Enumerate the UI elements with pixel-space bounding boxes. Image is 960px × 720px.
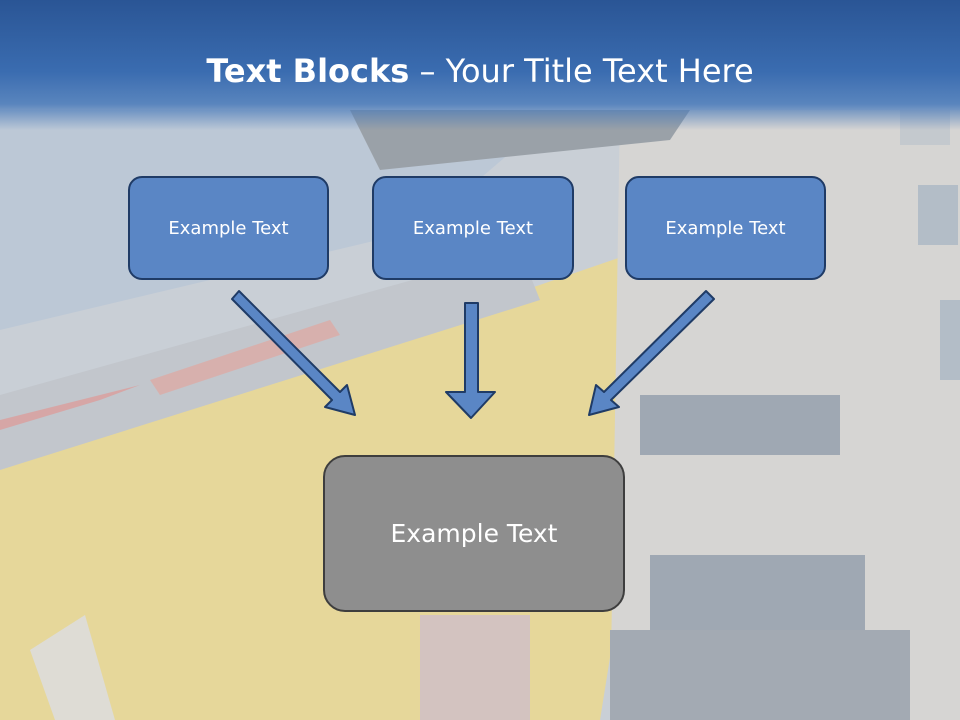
title-bar <box>0 0 960 130</box>
text-block-center[interactable]: Example Text <box>372 176 574 280</box>
slide-title: Text Blocks – Your Title Text Here <box>0 52 960 90</box>
text-block-right[interactable]: Example Text <box>625 176 826 280</box>
text-block-bottom-label: Example Text <box>390 519 558 548</box>
text-block-bottom[interactable]: Example Text <box>323 455 625 612</box>
arrow-left <box>231 290 356 416</box>
text-block-left[interactable]: Example Text <box>128 176 329 280</box>
title-bold: Text Blocks <box>206 52 410 90</box>
text-block-right-label: Example Text <box>665 217 786 239</box>
text-block-left-label: Example Text <box>168 217 289 239</box>
arrow-right <box>588 290 715 416</box>
text-block-center-label: Example Text <box>412 217 534 239</box>
title-rest: – Your Title Text Here <box>409 52 754 90</box>
arrow-center <box>445 302 496 419</box>
